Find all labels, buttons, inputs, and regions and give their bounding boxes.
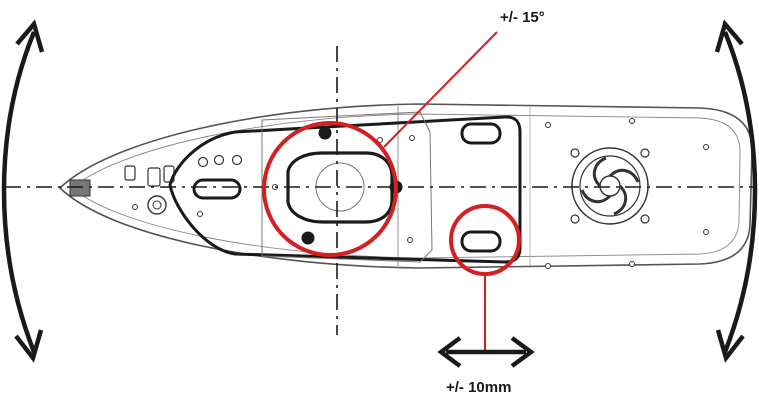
screw: [629, 261, 635, 267]
screw: [409, 135, 415, 141]
bracket-hub: [286, 151, 394, 224]
right-rotation-arrow-icon: [722, 31, 758, 353]
usb-port-2: [147, 167, 161, 187]
fan-screw: [640, 148, 650, 158]
bolt-bottom: [301, 231, 315, 245]
fan-screw: [570, 148, 580, 158]
slot-bottom-right: [460, 230, 502, 253]
power-connector: [147, 195, 167, 215]
left-rotation-arrowhead-top: [15, 19, 45, 53]
screw: [545, 263, 551, 269]
bracket-plate: [261, 111, 433, 263]
shift-arrowhead-right: [510, 336, 535, 368]
shift-arrowhead-left: [437, 336, 462, 368]
screw: [629, 118, 635, 124]
slot-top-right: [460, 122, 502, 145]
shift-label: +/- 10mm: [446, 379, 511, 396]
slot-left: [192, 178, 242, 200]
screw: [545, 122, 551, 128]
screw: [132, 204, 138, 210]
bolt-top: [318, 126, 332, 140]
right-rotation-arrowhead-bottom: [715, 329, 745, 363]
jack-2: [213, 154, 225, 166]
left-rotation-arrow-icon: [1, 31, 37, 353]
rotation-callout-leader: [383, 31, 498, 148]
left-rotation-arrowhead-bottom: [14, 329, 44, 363]
jack-3: [231, 154, 243, 166]
fan-screw: [570, 214, 580, 224]
screw: [407, 237, 413, 243]
power-connector-pin: [152, 200, 162, 210]
screw: [377, 137, 383, 143]
right-rotation-arrowhead-top: [714, 19, 744, 53]
ethernet-port: [69, 179, 91, 197]
screw: [703, 144, 709, 150]
fan-screw: [640, 214, 650, 224]
device-inner-outline: [71, 113, 741, 259]
screw: [197, 211, 203, 217]
device-body: [58, 103, 753, 269]
rotation-label: +/- 15°: [500, 9, 545, 26]
usb-port-1: [124, 165, 136, 181]
connector-panel: [69, 154, 243, 217]
jack-1: [197, 156, 209, 168]
fan-icon: [570, 147, 650, 225]
rotation-callout-circle: [262, 121, 398, 257]
screw: [703, 229, 709, 235]
